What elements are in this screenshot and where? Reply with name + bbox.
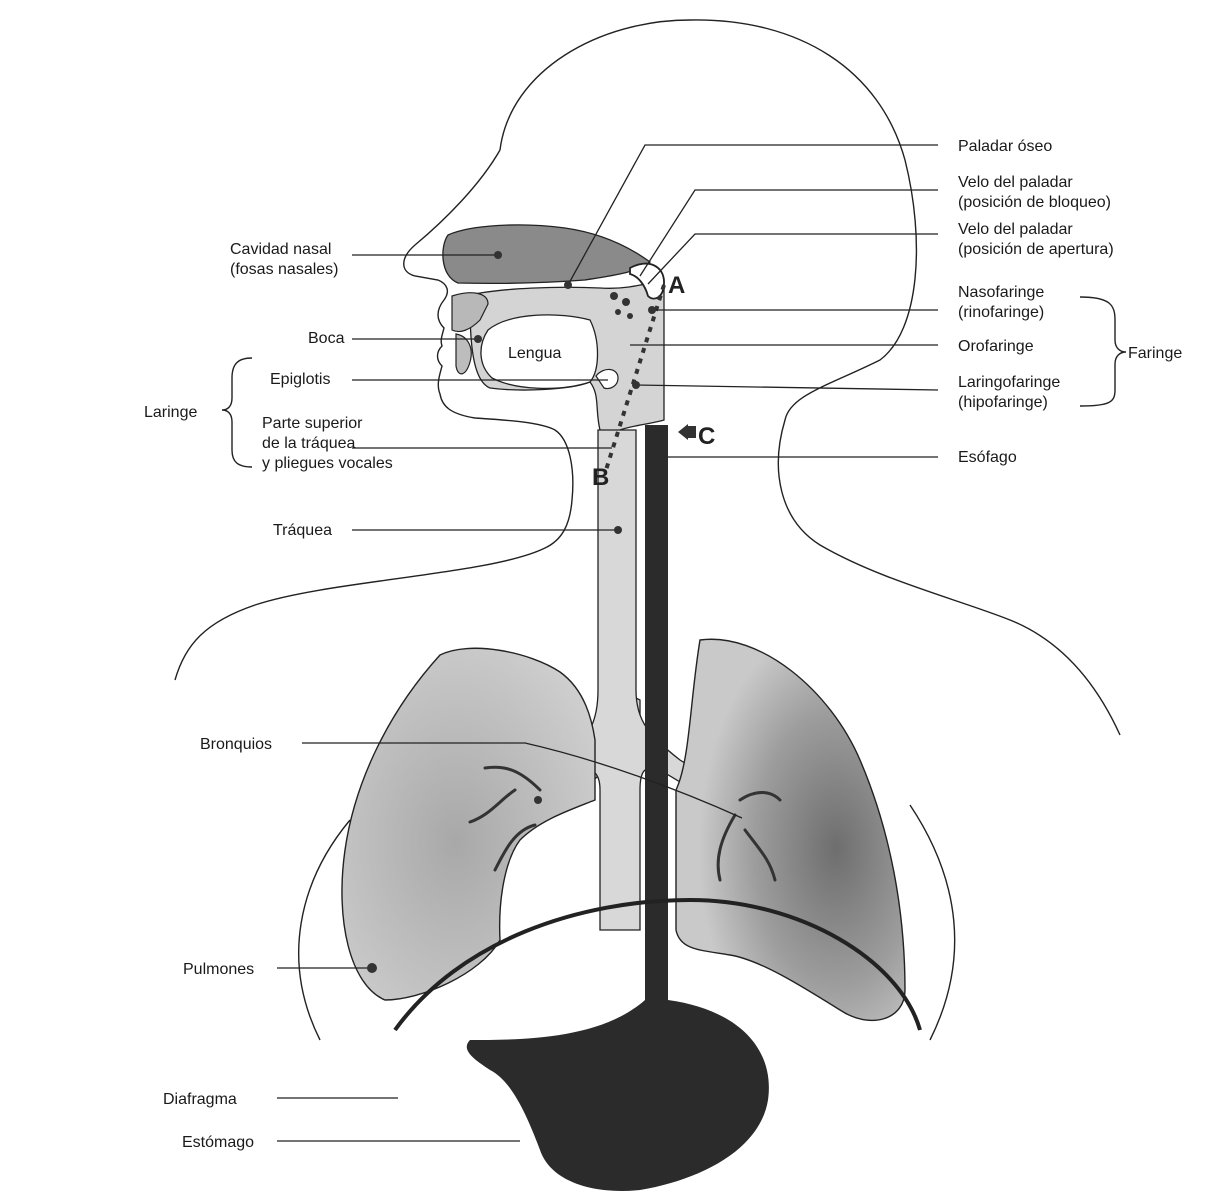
arrow-c-icon <box>678 424 696 440</box>
label-laringe: Laringe <box>144 404 197 421</box>
esophagus <box>645 425 668 980</box>
faringe-brace <box>1080 297 1126 406</box>
label-nasofaringe-sub: (rinofaringe) <box>958 304 1044 321</box>
rib-bracket-right <box>910 805 955 1040</box>
label-estomago: Estómago <box>182 1134 254 1151</box>
label-diafragma: Diafragma <box>163 1091 237 1108</box>
label-nasofaringe: Nasofaringe <box>958 284 1044 301</box>
marker-a: A <box>668 272 685 299</box>
label-cavidad-nasal: Cavidad nasal <box>230 241 331 258</box>
label-paladar-oseo: Paladar óseo <box>958 138 1052 155</box>
marker-c: C <box>698 423 715 450</box>
label-epiglotis: Epiglotis <box>270 371 330 388</box>
label-traquea: Tráquea <box>273 522 332 539</box>
label-boca: Boca <box>308 330 345 347</box>
label-laringofaringe: Laringofaringe <box>958 374 1060 391</box>
label-velo-bloqueo: Velo del paladar <box>958 174 1073 191</box>
stomach <box>467 960 769 1191</box>
label-esofago: Esófago <box>958 449 1017 466</box>
label-velo-bloqueo-sub: (posición de bloqueo) <box>958 194 1111 211</box>
left-lung <box>342 648 595 1000</box>
laringe-brace <box>222 358 252 467</box>
lips <box>456 334 471 374</box>
label-lengua: Lengua <box>508 345 561 362</box>
marker-b: B <box>592 464 609 491</box>
rib-bracket-left <box>299 820 350 1040</box>
label-velo-apertura: Velo del paladar <box>958 221 1073 238</box>
label-orofaringe: Orofaringe <box>958 338 1034 355</box>
label-traquea-sup-2: de la tráquea <box>262 435 356 452</box>
label-traquea-sup-3: y pliegues vocales <box>262 455 393 472</box>
nasal-cavity <box>443 225 650 283</box>
label-traquea-sup-1: Parte superior <box>262 415 363 432</box>
label-cavidad-nasal-sub: (fosas nasales) <box>230 261 339 278</box>
label-pulmones: Pulmones <box>183 961 254 978</box>
label-velo-apertura-sub: (posición de apertura) <box>958 241 1114 258</box>
label-bronquios: Bronquios <box>200 736 272 753</box>
label-laringofaringe-sub: (hipofaringe) <box>958 394 1048 411</box>
label-faringe: Faringe <box>1128 345 1182 362</box>
